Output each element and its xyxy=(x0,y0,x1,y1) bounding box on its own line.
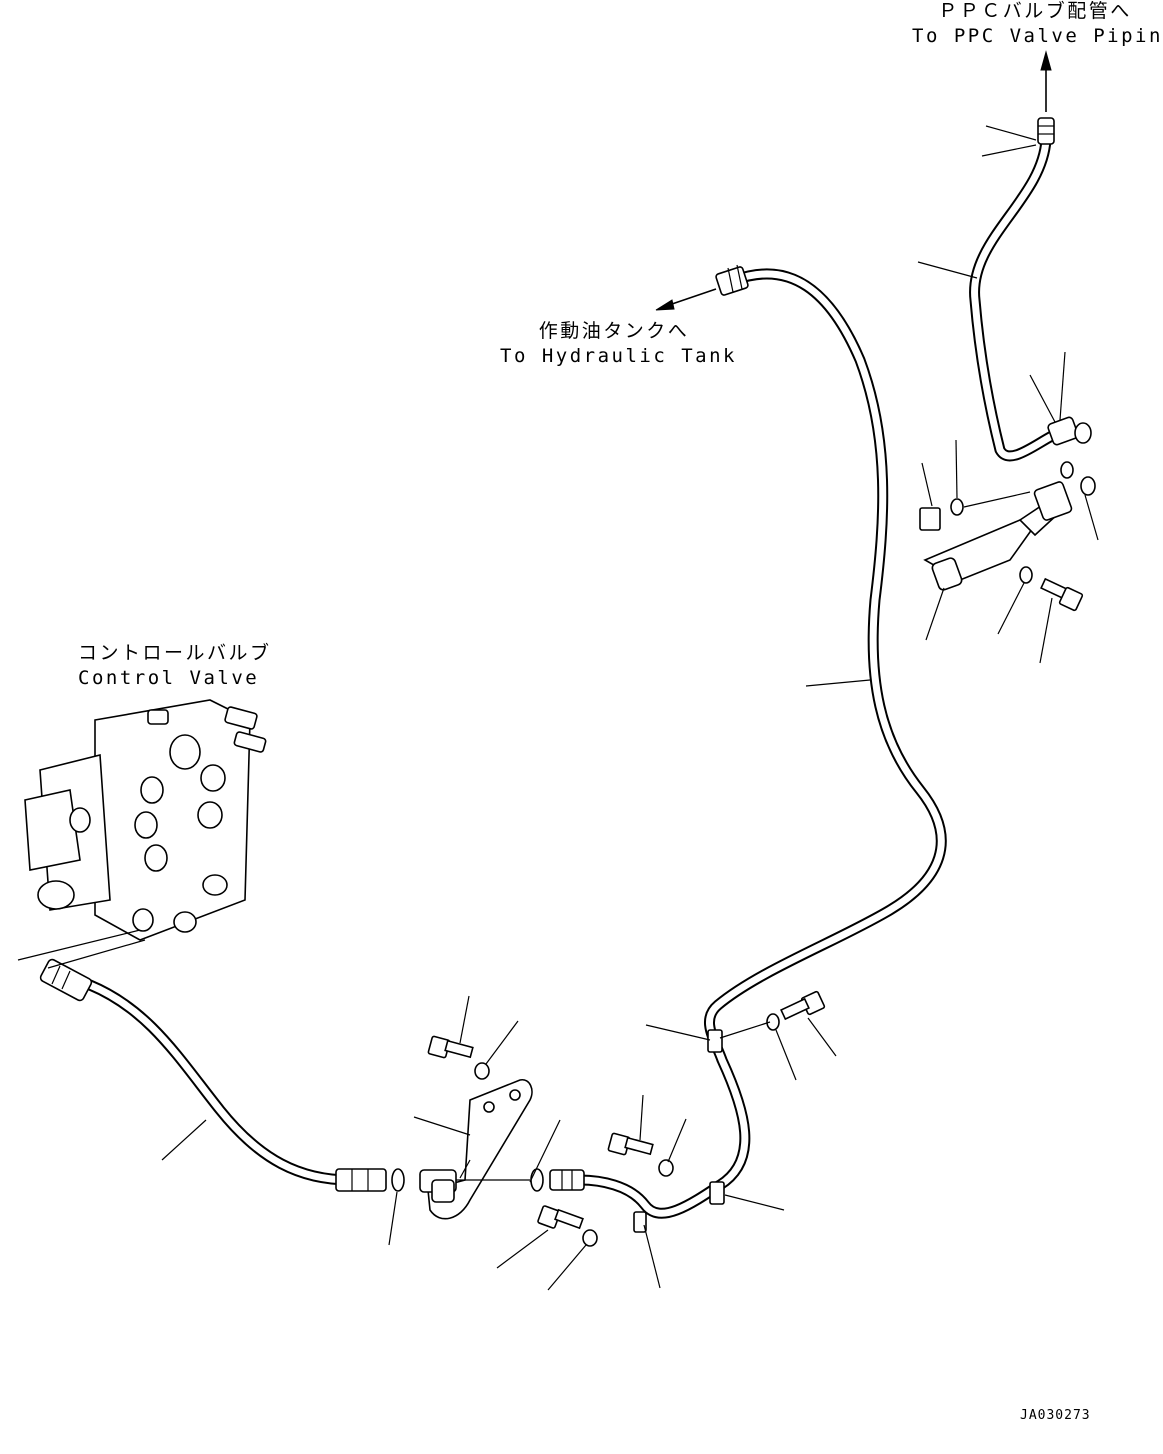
tank-return-hose xyxy=(549,264,947,1219)
valve-label-en: Control Valve xyxy=(78,667,260,689)
ppc-label-jp: ＰＰＣバルブ配管へ xyxy=(938,0,1132,22)
ppc-direction-arrow xyxy=(1040,50,1052,112)
center-bracket xyxy=(391,1079,544,1220)
drawing-code: JA030273 xyxy=(1020,1408,1091,1423)
leader-lines xyxy=(17,125,1099,1291)
tank-direction-arrow xyxy=(655,288,717,311)
bolt-set xyxy=(427,990,826,1247)
valve-label-jp: コントロールバルブ xyxy=(78,642,272,664)
control-valve-hose xyxy=(39,958,387,1192)
tank-label-jp: 作動油タンクへ xyxy=(538,320,690,342)
control-valve-block xyxy=(24,699,267,941)
tank-label-en: To Hydraulic Tank xyxy=(500,345,737,367)
ppc-hose xyxy=(969,117,1092,462)
ppc-label-en: To PPC Valve Piping xyxy=(912,25,1163,47)
upper-bracket xyxy=(919,461,1096,612)
